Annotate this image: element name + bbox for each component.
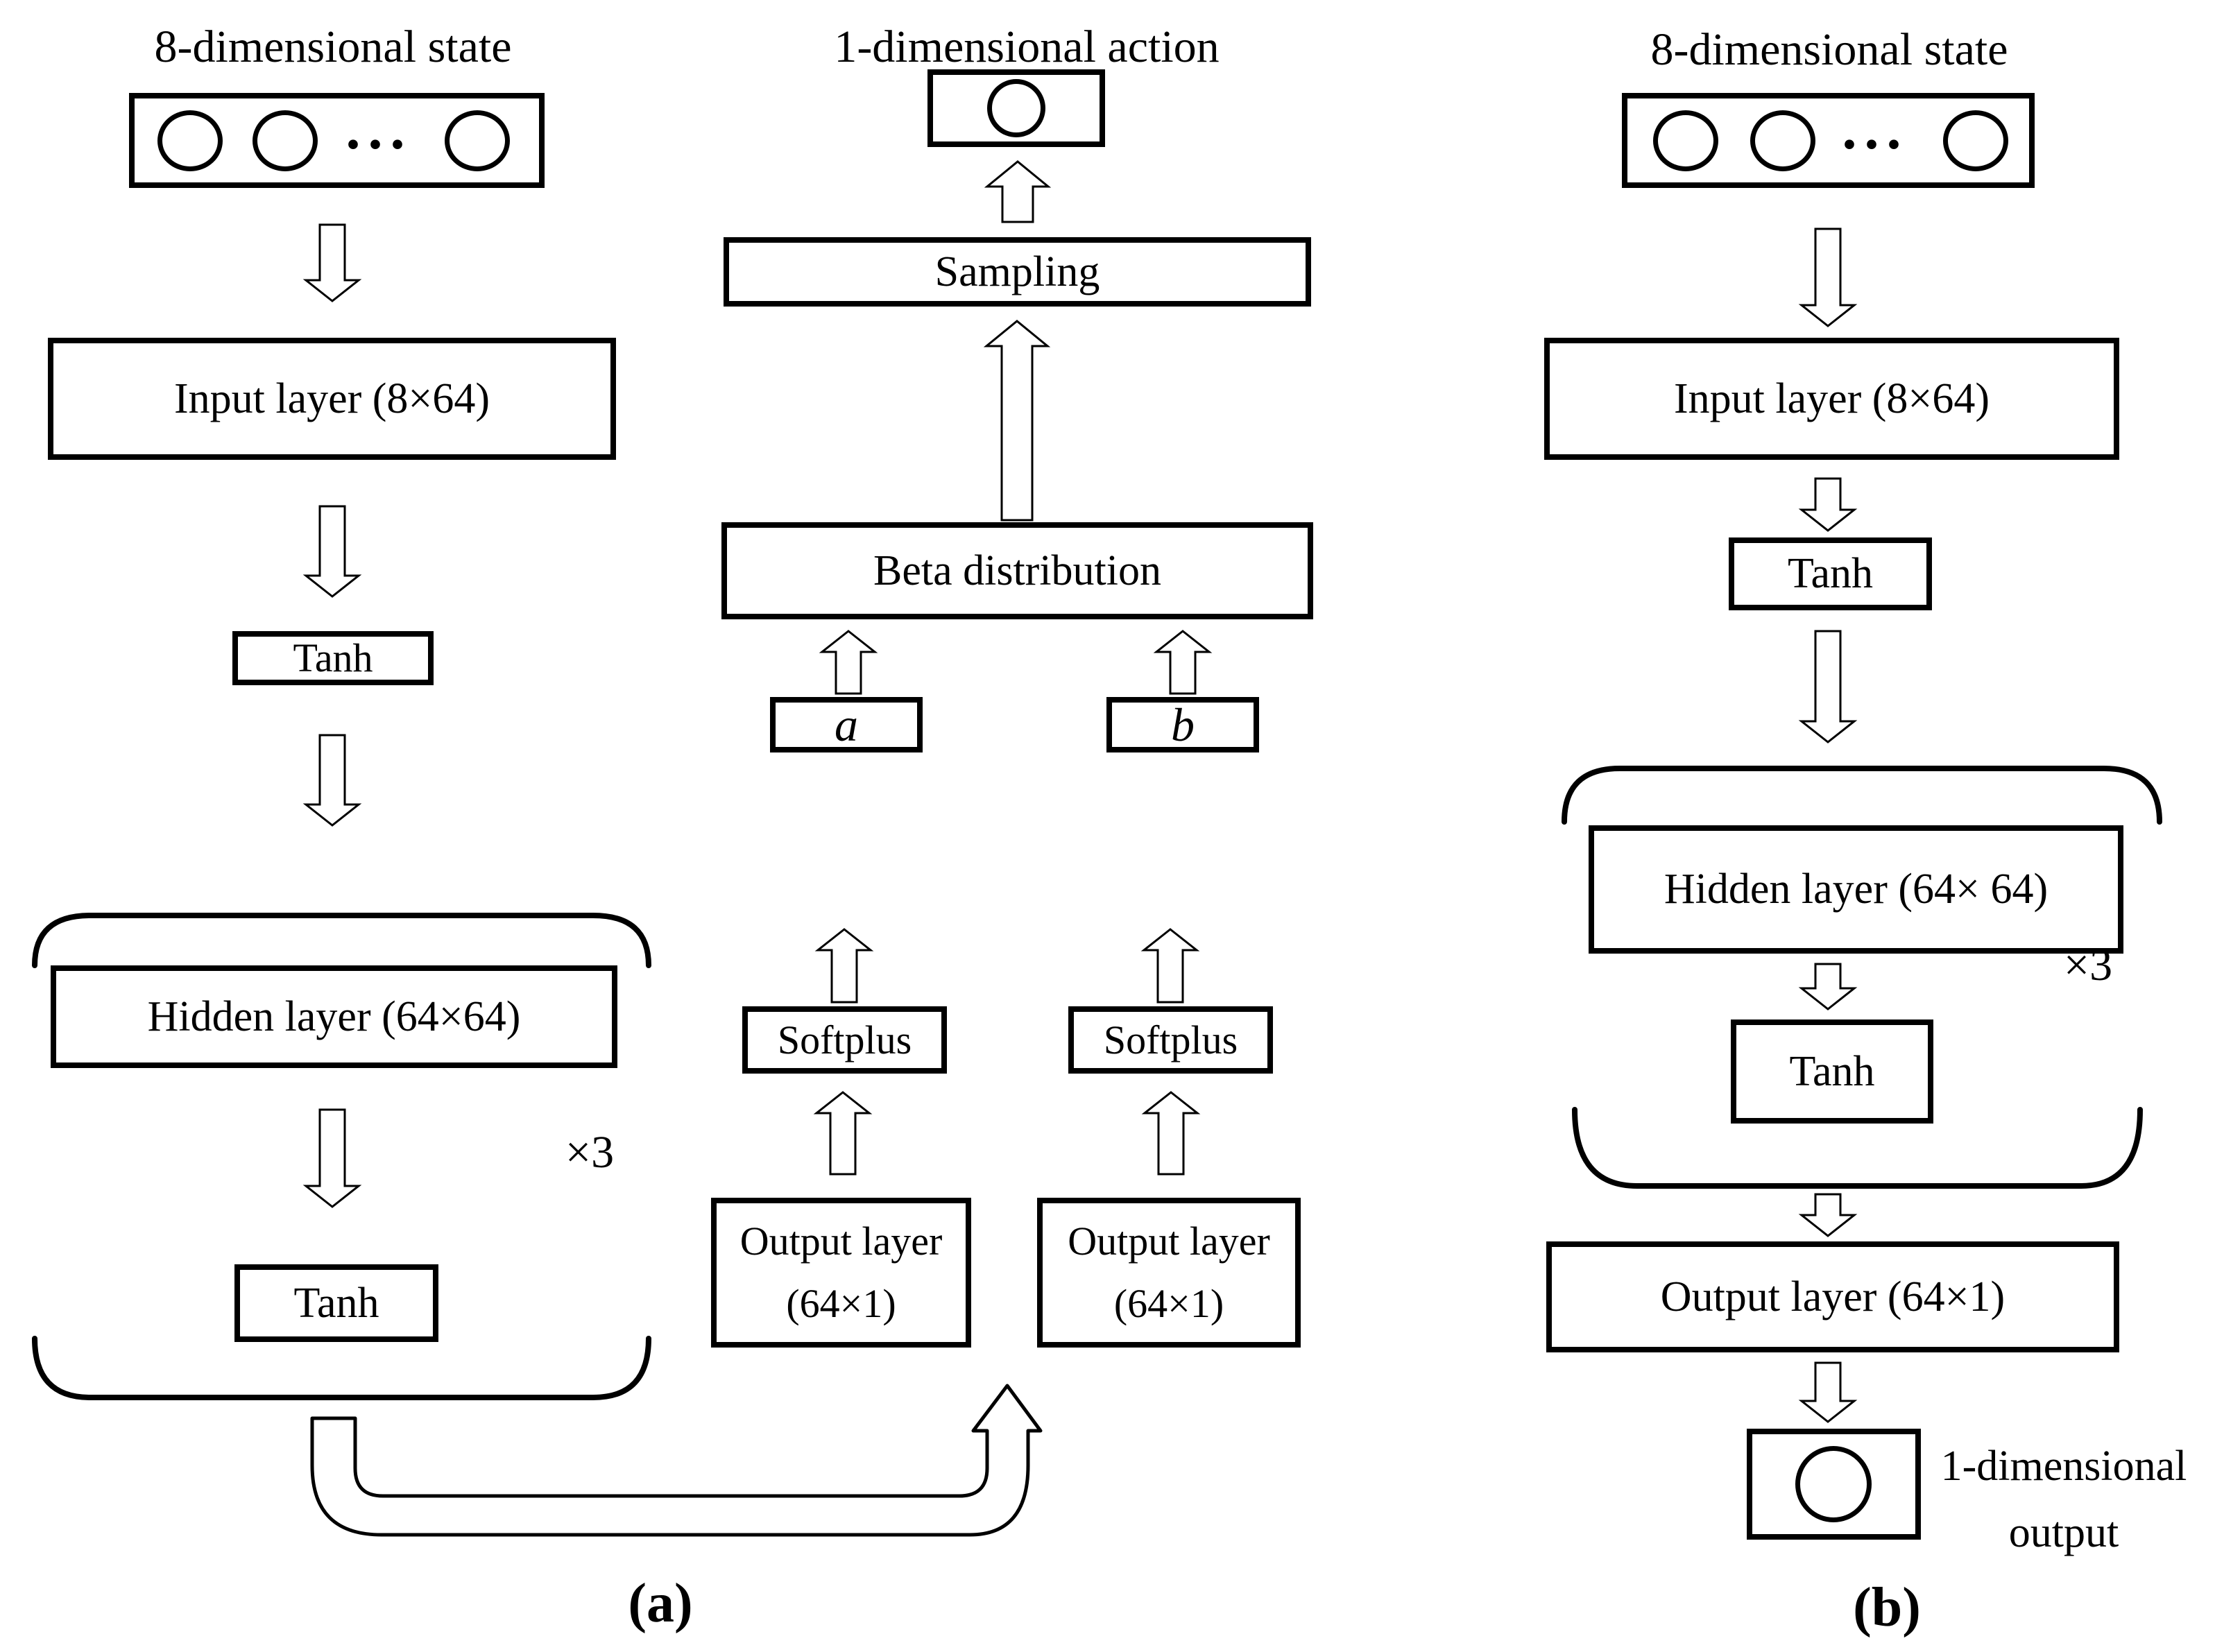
output-right-line2: (64×1) <box>1113 1281 1224 1326</box>
down-arrow-icon <box>1798 1361 1858 1423</box>
critic-repeat-times-label: ×3 <box>2063 940 2113 990</box>
critic-tanh-box: Tanh <box>1729 537 1932 610</box>
panel-b-caption: (b) <box>1853 1576 1921 1638</box>
critic-tanh2-label: Tanh <box>1789 1047 1875 1095</box>
actor-tanh2-box: Tanh <box>234 1264 438 1342</box>
actor-tanh2-label: Tanh <box>293 1279 379 1327</box>
down-arrow-icon <box>1798 227 1858 327</box>
actor-output-layer-left-box: Output layer (64×1) <box>711 1198 971 1348</box>
neuron-circle-icon <box>1795 1446 1872 1522</box>
critic-tanh-label: Tanh <box>1787 550 1874 598</box>
ellipsis-dots: ··· <box>1839 112 1907 177</box>
down-arrow-icon <box>302 734 362 827</box>
skip-connection-arrow <box>310 1384 1043 1537</box>
beta-distribution-label: Beta distribution <box>873 547 1162 594</box>
critic-output-caption: 1-dimensional output <box>1928 1430 2199 1569</box>
neuron-circle-icon <box>157 110 223 171</box>
critic-output-layer-label: Output layer (64×1) <box>1660 1273 2006 1320</box>
critic-output-layer-box: Output layer (64×1) <box>1546 1241 2119 1352</box>
sampling-label: Sampling <box>934 248 1100 295</box>
softplus-left-label: Softplus <box>777 1017 912 1062</box>
repeat-bracket-top <box>1562 766 2162 825</box>
softplus-right-box: Softplus <box>1068 1006 1273 1074</box>
critic-hidden-layer-box: Hidden layer (64× 64) <box>1589 825 2123 954</box>
up-arrow-icon <box>1141 1091 1201 1176</box>
actor-input-layer-label: Input layer (8×64) <box>173 375 490 422</box>
ellipsis-dots: ··· <box>343 112 411 177</box>
repeat-bracket-top <box>32 913 651 968</box>
neuron-circle-icon <box>253 110 318 171</box>
down-arrow-icon <box>302 505 362 598</box>
critic-input-layer-label: Input layer (8×64) <box>1673 375 1990 422</box>
actor-hidden-layer-label: Hidden layer (64×64) <box>147 992 521 1040</box>
actor-repeat-times-label: ×3 <box>565 1127 615 1178</box>
up-arrow-icon <box>814 928 874 1004</box>
down-arrow-icon <box>1798 477 1858 532</box>
down-arrow-icon <box>1798 1193 1858 1237</box>
param-a-label: a <box>835 698 858 751</box>
sampling-box: Sampling <box>724 237 1311 307</box>
actor-state-title: 8-dimensional state <box>154 21 512 72</box>
output-left-line1: Output layer <box>739 1219 943 1264</box>
critic-hidden-layer-label: Hidden layer (64× 64) <box>1664 866 2049 913</box>
softplus-left-box: Softplus <box>742 1006 947 1074</box>
output-left-line2: (64×1) <box>786 1281 896 1326</box>
actor-hidden-layer-box: Hidden layer (64×64) <box>51 965 617 1068</box>
up-arrow-icon <box>1140 928 1200 1004</box>
up-arrow-icon <box>984 160 1052 223</box>
up-arrow-icon <box>1153 630 1213 695</box>
up-arrow-icon <box>983 320 1051 522</box>
param-b-box: b <box>1106 697 1259 752</box>
param-a-box: a <box>770 697 923 752</box>
actor-tanh-label: Tanh <box>293 635 373 681</box>
critic-tanh2-box: Tanh <box>1731 1019 1933 1124</box>
neuron-circle-icon <box>445 110 510 171</box>
actor-tanh-box: Tanh <box>232 631 434 685</box>
down-arrow-icon <box>302 1108 362 1208</box>
actor-input-layer-box: Input layer (8×64) <box>48 338 616 460</box>
critic-output-caption-line2: output <box>2008 1509 2119 1556</box>
critic-state-title: 8-dimensional state <box>1650 24 2008 75</box>
beta-distribution-box: Beta distribution <box>721 522 1313 619</box>
softplus-right-label: Softplus <box>1103 1017 1238 1062</box>
param-b-label: b <box>1171 698 1195 751</box>
down-arrow-icon <box>1798 963 1858 1010</box>
up-arrow-icon <box>819 630 878 695</box>
actor-action-title: 1-dimensional action <box>834 21 1220 72</box>
neuron-circle-icon <box>1653 110 1718 171</box>
critic-input-layer-box: Input layer (8×64) <box>1544 338 2119 460</box>
critic-output-caption-line1: 1-dimensional <box>1940 1442 2187 1490</box>
output-right-line1: Output layer <box>1068 1219 1270 1264</box>
down-arrow-icon <box>1798 630 1858 743</box>
panel-a-caption: (a) <box>628 1572 693 1634</box>
actor-output-layer-right-box: Output layer (64×1) <box>1037 1198 1301 1348</box>
neuron-circle-icon <box>1750 110 1815 171</box>
down-arrow-icon <box>302 223 362 302</box>
neuron-circle-icon <box>987 79 1045 137</box>
repeat-bracket-bottom <box>32 1336 651 1400</box>
up-arrow-icon <box>813 1091 873 1176</box>
neuron-circle-icon <box>1943 110 2008 171</box>
